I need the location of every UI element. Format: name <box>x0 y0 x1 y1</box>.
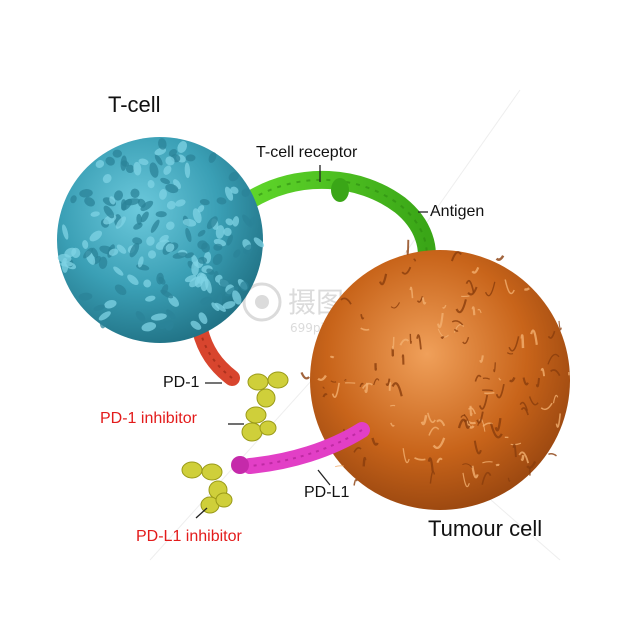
t-cell-receptor-antigen-bridge <box>241 170 436 274</box>
pdl1-inhibitor-antibody <box>181 461 233 514</box>
leader-lines <box>195 165 428 519</box>
pd1-receptor <box>192 322 240 386</box>
pdl1-ligand <box>231 422 370 474</box>
antigen-label: Antigen <box>430 203 485 220</box>
pd1-inhibitor-antibody <box>241 371 289 442</box>
pdl1-label: PD-L1 <box>304 484 350 501</box>
tumour-cell <box>300 239 570 510</box>
t-cell <box>57 137 265 343</box>
t-cell-receptor-label: T-cell receptor <box>256 144 358 161</box>
watermark-logo-icon <box>242 282 282 322</box>
tumour-cell-label: Tumour cell <box>428 516 543 541</box>
pd1-inhibitor-label: PD-1 inhibitor <box>100 410 197 427</box>
pd1-label: PD-1 <box>163 374 200 391</box>
t-cell-label: T-cell <box>108 92 161 117</box>
pdl1-inhibitor-label: PD-L1 inhibitor <box>136 528 242 545</box>
